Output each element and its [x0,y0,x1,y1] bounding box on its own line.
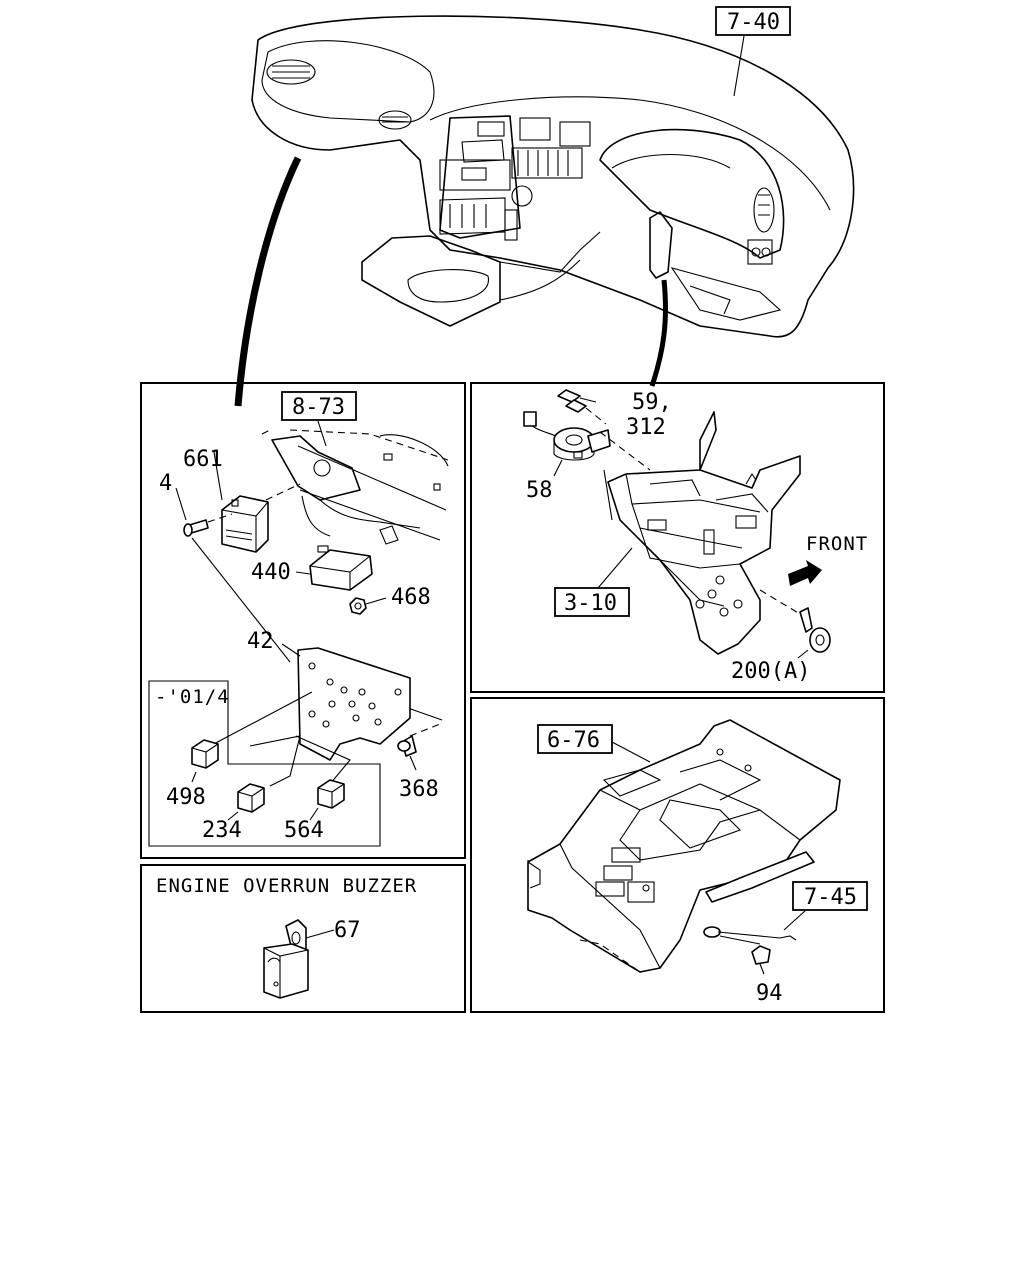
center-stack [439,115,591,241]
relay-ref-box: 8-73 [281,391,357,447]
callout-67: 67 [334,918,361,943]
right-connector-arc [649,279,668,387]
buzzer-panel: ENGINE OVERRUN BUZZER 67 [156,875,417,999]
relay-234: 234 [202,783,265,843]
callout-368: 368 [399,777,439,802]
front-label: FRONT [806,533,868,555]
screw-4: 4 [159,471,209,537]
relay-panel-frame [140,382,466,859]
dashboard-ref-box: 7-40 [715,6,791,97]
console-ref-label-2: 7-45 [804,885,857,910]
relay-661: 661 [183,447,269,553]
callout-468: 468 [391,585,431,610]
center-left-vent [378,110,412,130]
callout-564: 564 [284,818,324,843]
front-arrow-icon [788,560,822,586]
nut-468: 468 [349,585,431,615]
callout-4: 4 [159,471,172,496]
bracket-ref-box: 3-10 [554,547,633,617]
floor-console [527,719,841,973]
left-connector-arc [234,156,302,407]
dashboard-illustration: 7-40 [234,6,855,407]
callout-58: 58 [526,478,553,503]
left-vent [266,59,316,85]
callout-94: 94 [756,981,783,1006]
callout-59: 59, [632,390,672,415]
steering-bracket [603,411,801,655]
part-200a: 200(A) [731,589,831,684]
console-ref-label: 6-76 [547,728,600,753]
buzzer-title: ENGINE OVERRUN BUZZER [156,875,417,897]
relay-ref-label: 8-73 [292,395,345,420]
console-panel-frame [470,697,885,1013]
callout-440: 440 [251,560,291,585]
screw-368: 368 [397,723,441,802]
callout-234: 234 [202,818,242,843]
cable-and-bolt-94: 94 [703,926,797,1006]
relay-498: 498 [166,739,219,810]
relay-plate-42: 42 [247,629,411,761]
bracket-ref-label: 3-10 [564,591,617,616]
callout-661: 661 [183,447,223,472]
callout-42: 42 [247,629,274,654]
bolts-59-312: 59, 312 [557,389,672,471]
console-panel: 6-76 7-45 [527,719,868,1006]
console-ref-box-2: 7-45 [783,881,868,931]
front-indicator: FRONT [788,533,868,586]
module-440: 440 [251,545,373,591]
relay-inset: -'01/4 [148,680,381,847]
buzzer-panel-frame [140,864,466,1013]
relay-panel: 8-73 661 4 [148,391,449,847]
callout-200a: 200(A) [731,659,810,684]
buzzer-67: 67 [263,918,361,999]
dashboard-ref-label: 7-40 [727,10,780,35]
steering-column-sketch [261,429,449,545]
inset-label: -'01/4 [155,686,230,708]
bracket-panel-frame [470,382,885,693]
callout-312: 312 [626,415,666,440]
bracket-panel: 58 59, 312 [523,389,868,684]
callout-498: 498 [166,785,206,810]
relay-564: 564 [284,779,345,843]
right-vent [747,187,775,265]
ring-58: 58 [523,411,611,503]
console-ref-box: 6-76 [537,724,651,763]
